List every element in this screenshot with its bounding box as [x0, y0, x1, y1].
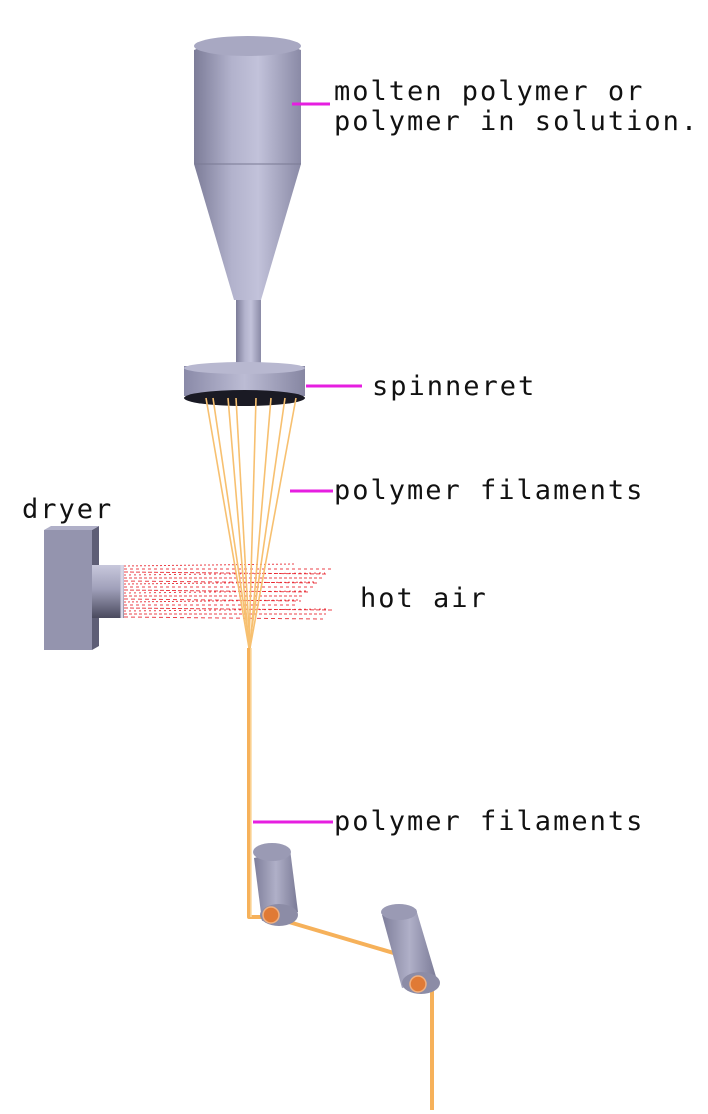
- hopper: [194, 36, 301, 366]
- hot-air-streak: [123, 616, 324, 620]
- dryer: [44, 526, 124, 650]
- filament-strand: [235, 397, 251, 649]
- label-filaments-lower: polymer filaments: [334, 806, 644, 837]
- filament-strand: [248, 397, 257, 649]
- filament-strand: [205, 397, 250, 649]
- leader-lines: [253, 102, 362, 824]
- hot-air-streak: [123, 589, 311, 593]
- hot-air-streak: [123, 571, 329, 575]
- filament-strand: [249, 397, 272, 649]
- hot-air-streak: [123, 572, 326, 576]
- hot-air-streak: [123, 581, 317, 585]
- roller-2: [381, 904, 440, 994]
- polymer-filaments-lower: [247, 648, 434, 1110]
- label-hopper-line1: molten polymer or: [334, 76, 644, 107]
- label-hopper-line2: polymer in solution.: [334, 106, 699, 137]
- dryer-body-top: [44, 526, 99, 530]
- filament-strand: [249, 397, 297, 649]
- label-hot-air: hot air: [360, 583, 488, 614]
- roller-1: [253, 843, 298, 926]
- filament-strand: [248, 397, 286, 649]
- polymer-filaments-upper: [205, 397, 297, 649]
- hot-air-streak: [123, 608, 330, 612]
- filament-bundle: [247, 648, 434, 1110]
- hopper-top-cap: [194, 36, 301, 56]
- spinneret-bottom: [184, 390, 305, 406]
- hot-air-streak: [123, 580, 320, 584]
- roller-1-core: [262, 906, 280, 924]
- spinneret: [184, 362, 305, 406]
- hot-air-streak: [123, 563, 295, 567]
- filament-strand: [212, 397, 251, 649]
- dryer-body: [44, 530, 92, 650]
- hot-air-streak: [123, 598, 302, 602]
- hot-air-streak: [123, 599, 299, 603]
- hopper-top-cylinder: [194, 39, 301, 164]
- roller-2-core: [409, 975, 427, 993]
- hopper-stem: [236, 300, 261, 366]
- spinneret-top: [184, 362, 305, 374]
- label-dryer: dryer: [22, 494, 113, 525]
- filament-strand: [227, 397, 250, 649]
- hot-air-streak: [123, 607, 333, 611]
- hot-air-streak: [123, 590, 308, 594]
- label-filaments-upper: polymer filaments: [334, 475, 644, 506]
- hot-air-streaks: [123, 563, 333, 620]
- hopper-cone: [194, 164, 301, 300]
- dryer-nozzle: [92, 565, 124, 618]
- label-spinneret: spinneret: [372, 371, 536, 402]
